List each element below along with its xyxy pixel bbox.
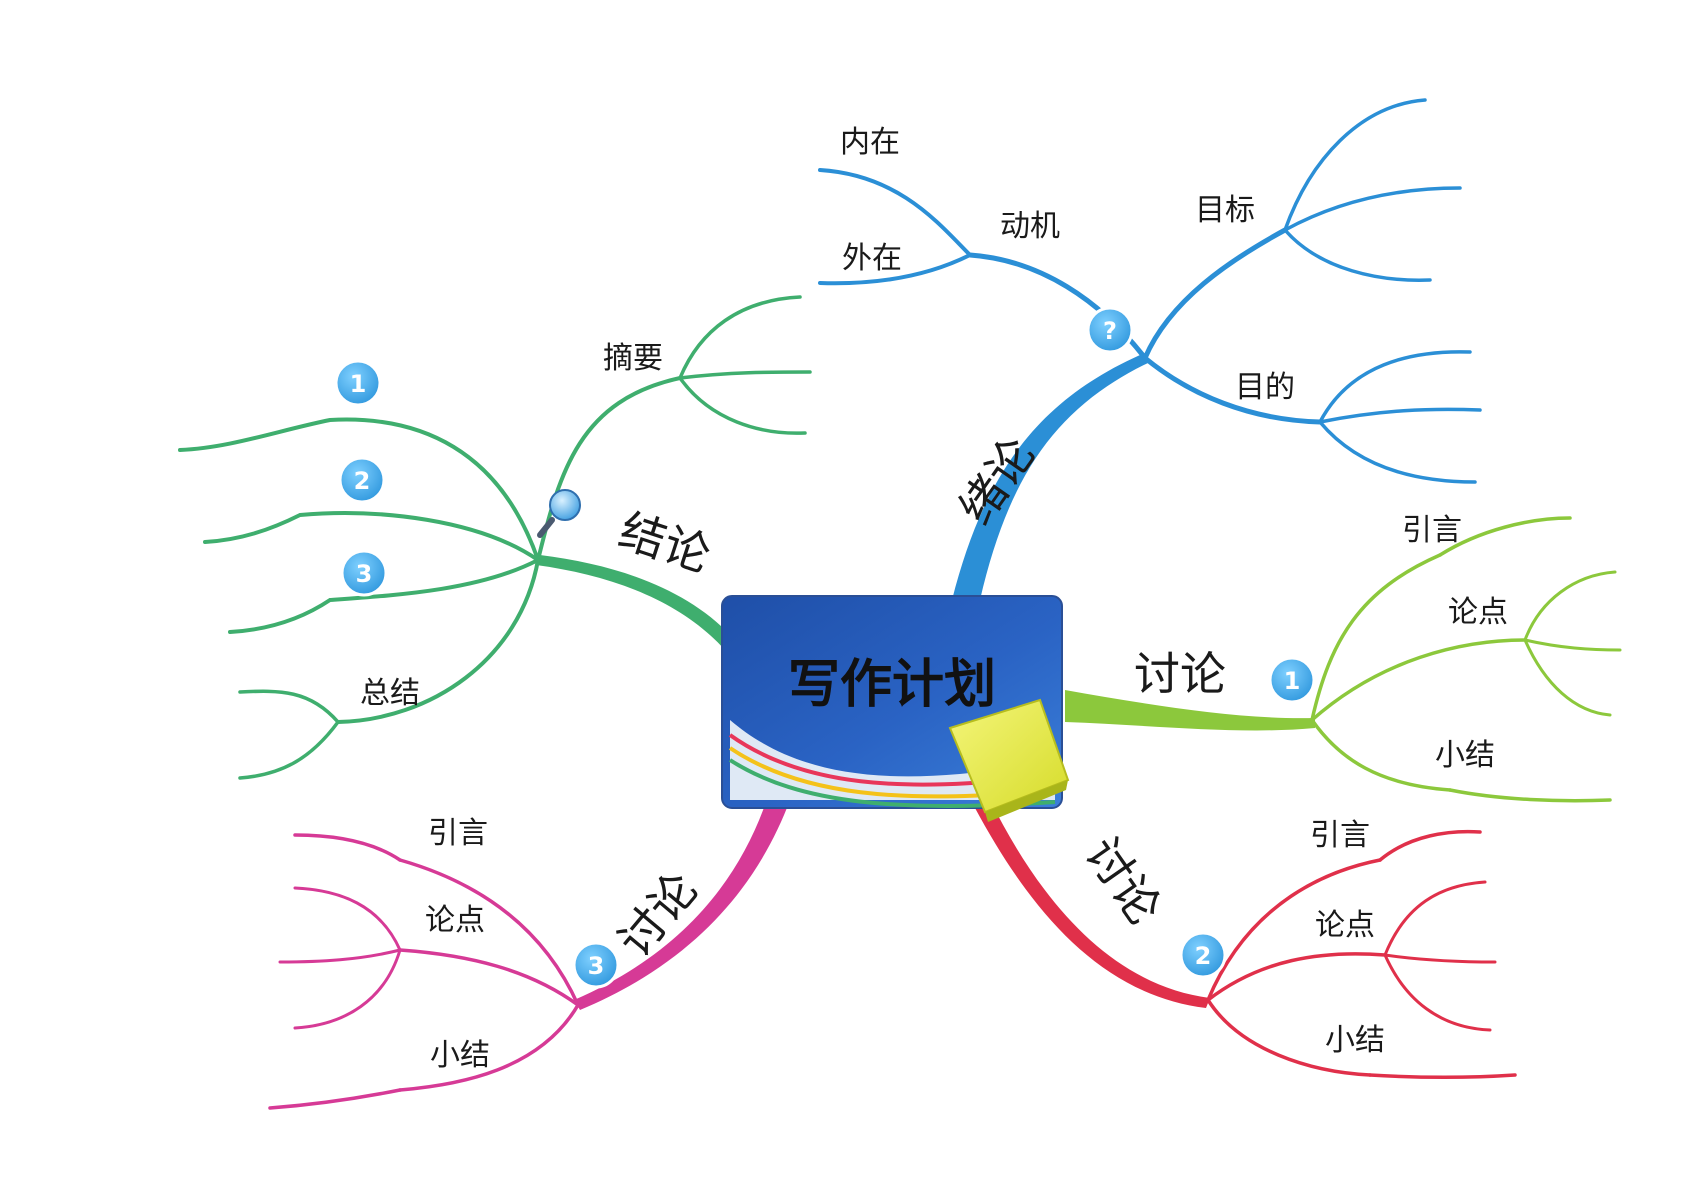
magnifier-icon [537,489,581,538]
svg-text:2: 2 [1195,942,1212,970]
svg-text:1: 1 [350,370,367,398]
priority-badge-discussion-3: 3 [572,941,620,989]
node-intro-extrinsic: 外在 [842,241,902,276]
node-discussion-3-argument: 论点 [425,903,485,938]
node-discussion-2-intro: 引言 [1310,818,1370,853]
question-badge-icon: ? [1086,306,1134,354]
priority-badge-discussion-1: 1 [1268,656,1316,704]
svg-text:?: ? [1103,317,1117,345]
node-conclusion-abstract: 摘要 [603,341,663,376]
node-discussion-1-argument: 论点 [1448,595,1508,630]
branch-label-discussion-1: 讨论 [1134,647,1226,701]
priority-badge-2-conclusion: 2 [338,456,386,504]
branch-discussion-1 [1065,516,1622,803]
svg-text:3: 3 [588,952,605,980]
svg-text:3: 3 [356,560,373,588]
priority-badge-3-conclusion: 3 [340,549,388,597]
center-title: 写作计划 [788,655,996,715]
node-intro-goal: 目标 [1195,193,1255,228]
branch-label-discussion-2: 讨论 [1075,828,1172,934]
node-intro-intrinsic: 内在 [840,125,900,160]
node-conclusion-summary: 总结 [360,676,420,711]
svg-text:1: 1 [1284,667,1301,695]
node-discussion-3-summary: 小结 [430,1038,490,1073]
branch-intro [818,98,1482,600]
priority-badge-1-conclusion: 1 [334,359,382,407]
node-discussion-2-argument: 论点 [1315,908,1375,943]
priority-badge-discussion-2: 2 [1179,931,1227,979]
branch-discussion-2 [975,800,1517,1079]
branch-conclusion [178,295,812,780]
node-discussion-3-intro: 引言 [428,816,488,851]
svg-text:2: 2 [354,467,371,495]
node-discussion-2-summary: 小结 [1325,1023,1385,1058]
node-discussion-1-intro: 引言 [1402,513,1462,548]
branch-label-discussion-3: 讨论 [607,862,708,967]
branch-label-conclusion: 结论 [613,503,717,583]
branch-discussion-3 [268,790,790,1110]
node-discussion-1-summary: 小结 [1435,738,1495,773]
node-intro-motivation: 动机 [1000,209,1060,244]
sticky-note-icon [948,698,1070,822]
node-intro-purpose: 目的 [1235,370,1295,405]
